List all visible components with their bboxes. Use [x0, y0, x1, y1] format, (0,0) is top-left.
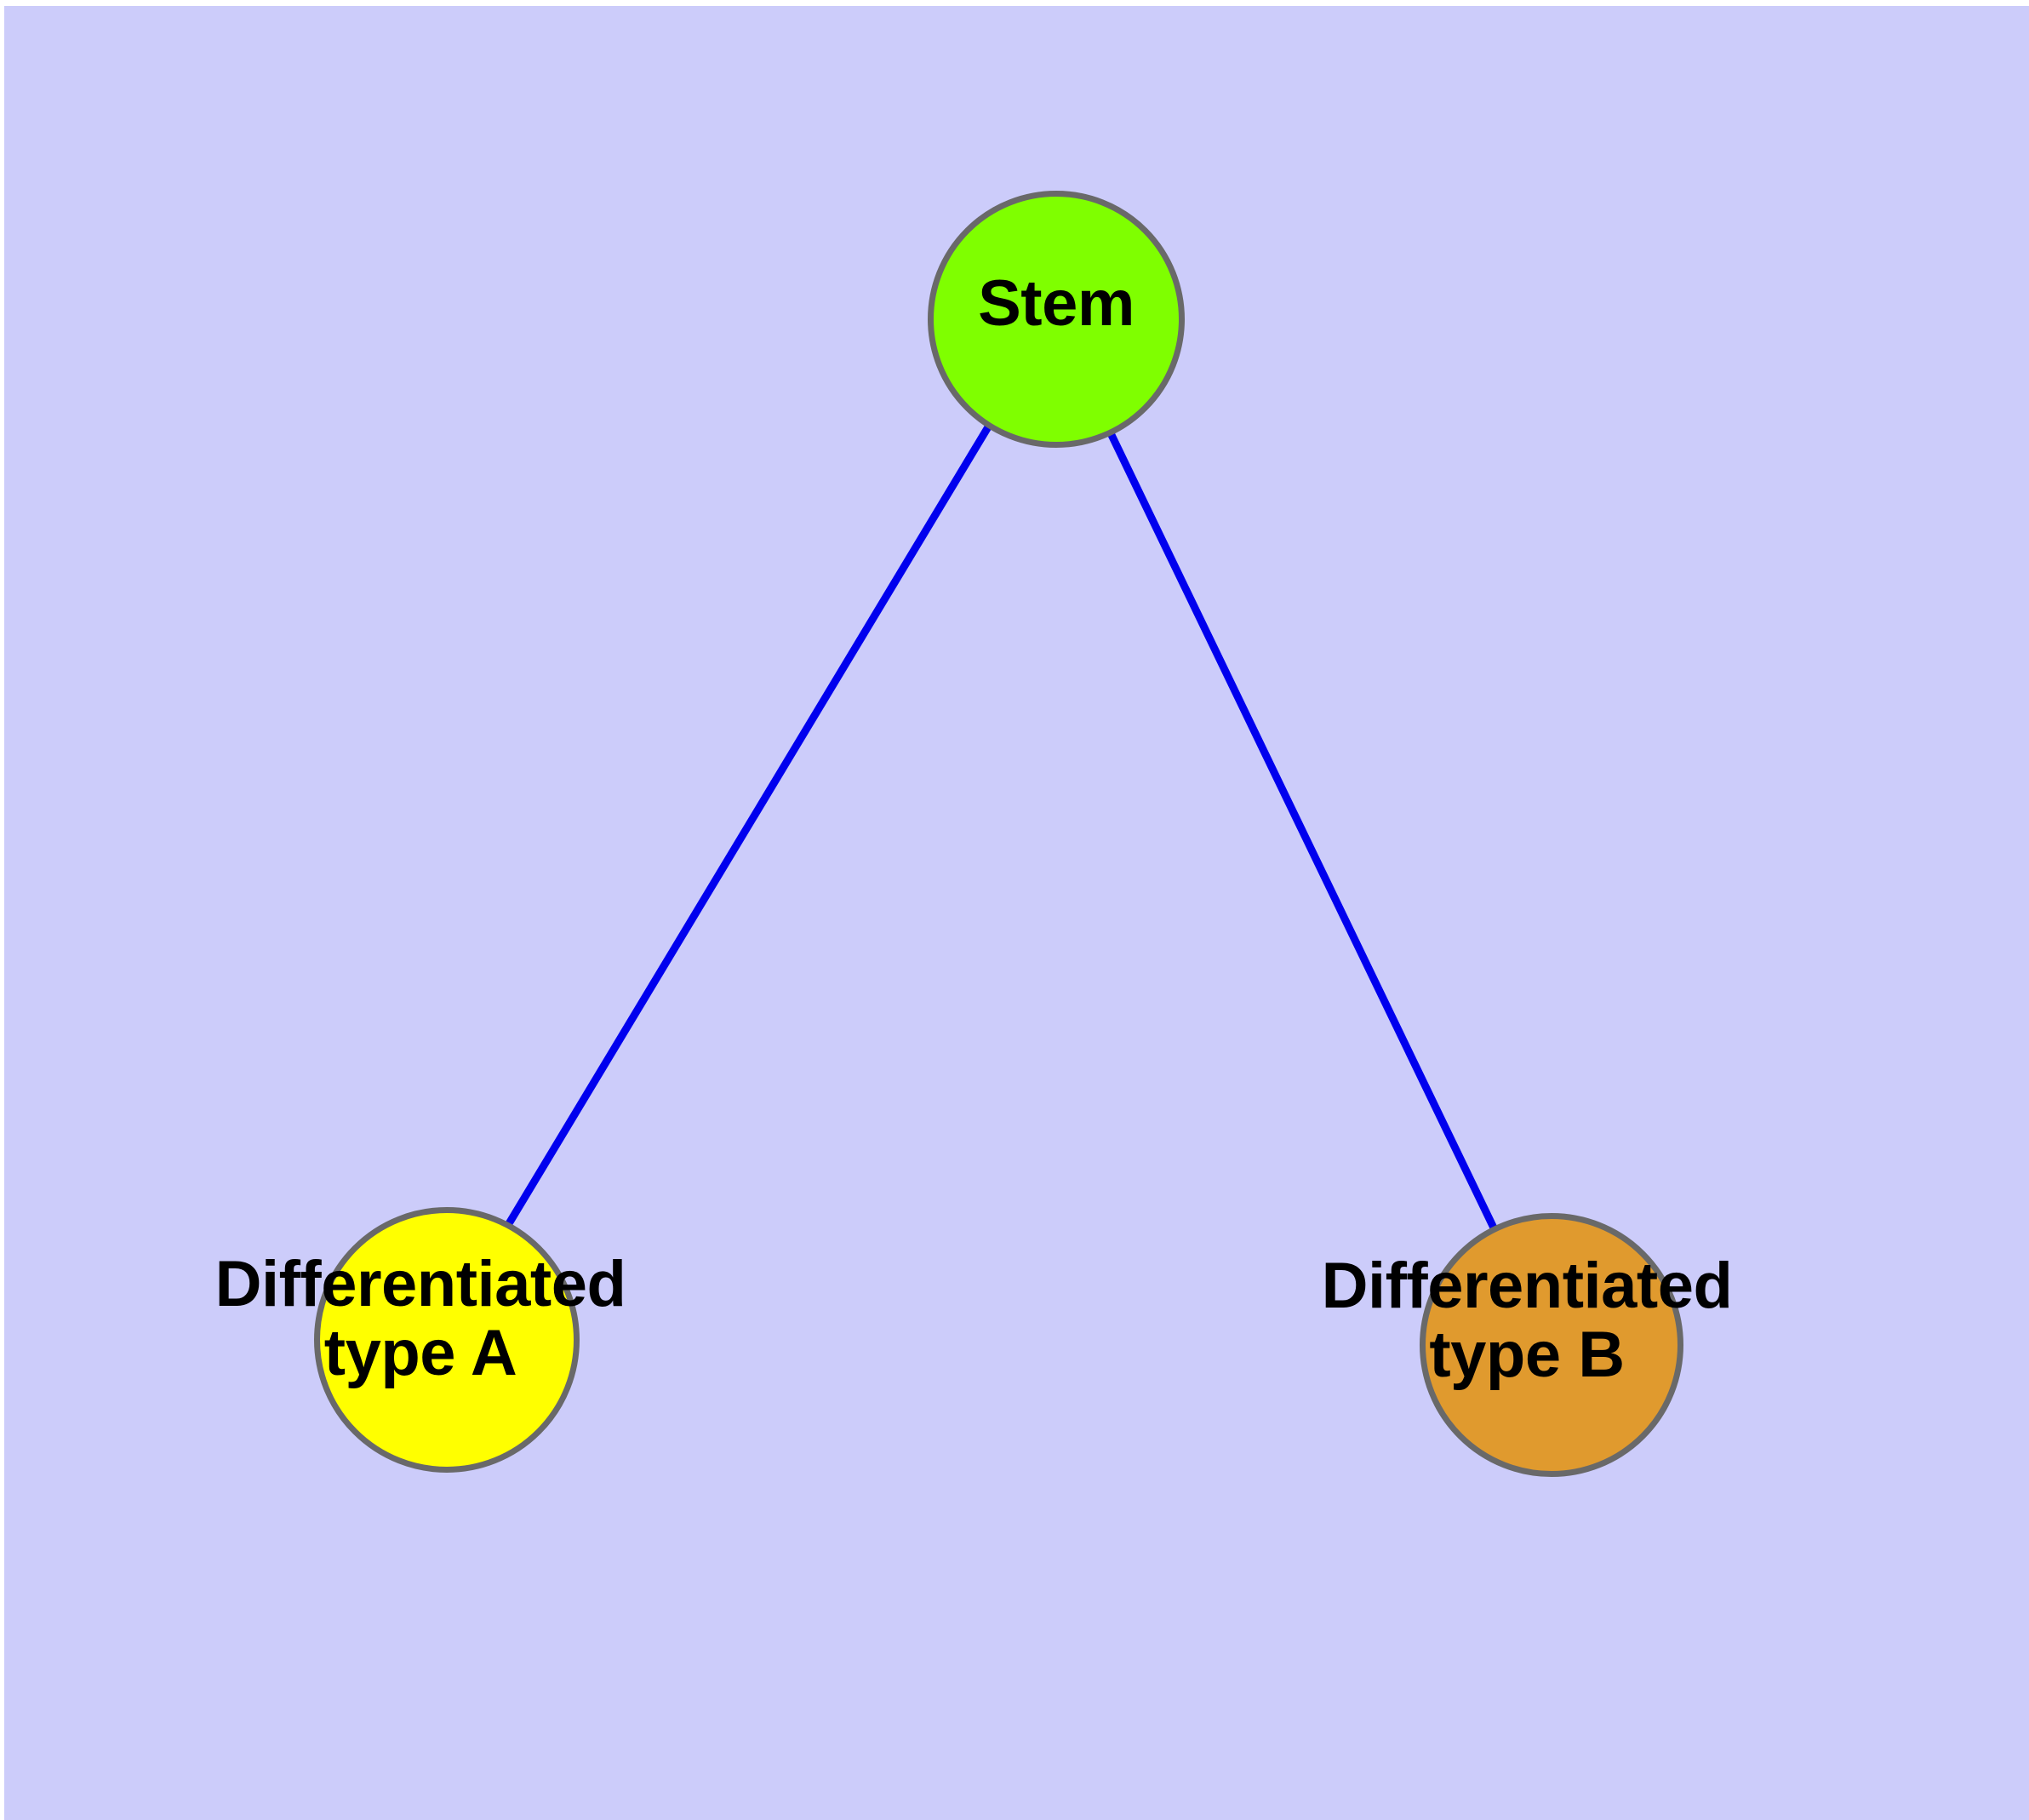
edge-stem-to-diff-a[interactable] [438, 312, 1059, 1338]
edge-layer [438, 312, 1552, 1343]
node-stem[interactable] [928, 191, 1185, 448]
node-differentiated-type-a[interactable] [314, 1207, 580, 1473]
node-layer: Stem Differentiated type A Differentiate… [4, 6, 2029, 1820]
node-differentiated-type-b[interactable] [1420, 1213, 1683, 1477]
graph-plot-area: Stem Differentiated type A Differentiate… [4, 6, 2029, 1820]
edge-stem-to-diff-b[interactable] [1050, 312, 1552, 1343]
